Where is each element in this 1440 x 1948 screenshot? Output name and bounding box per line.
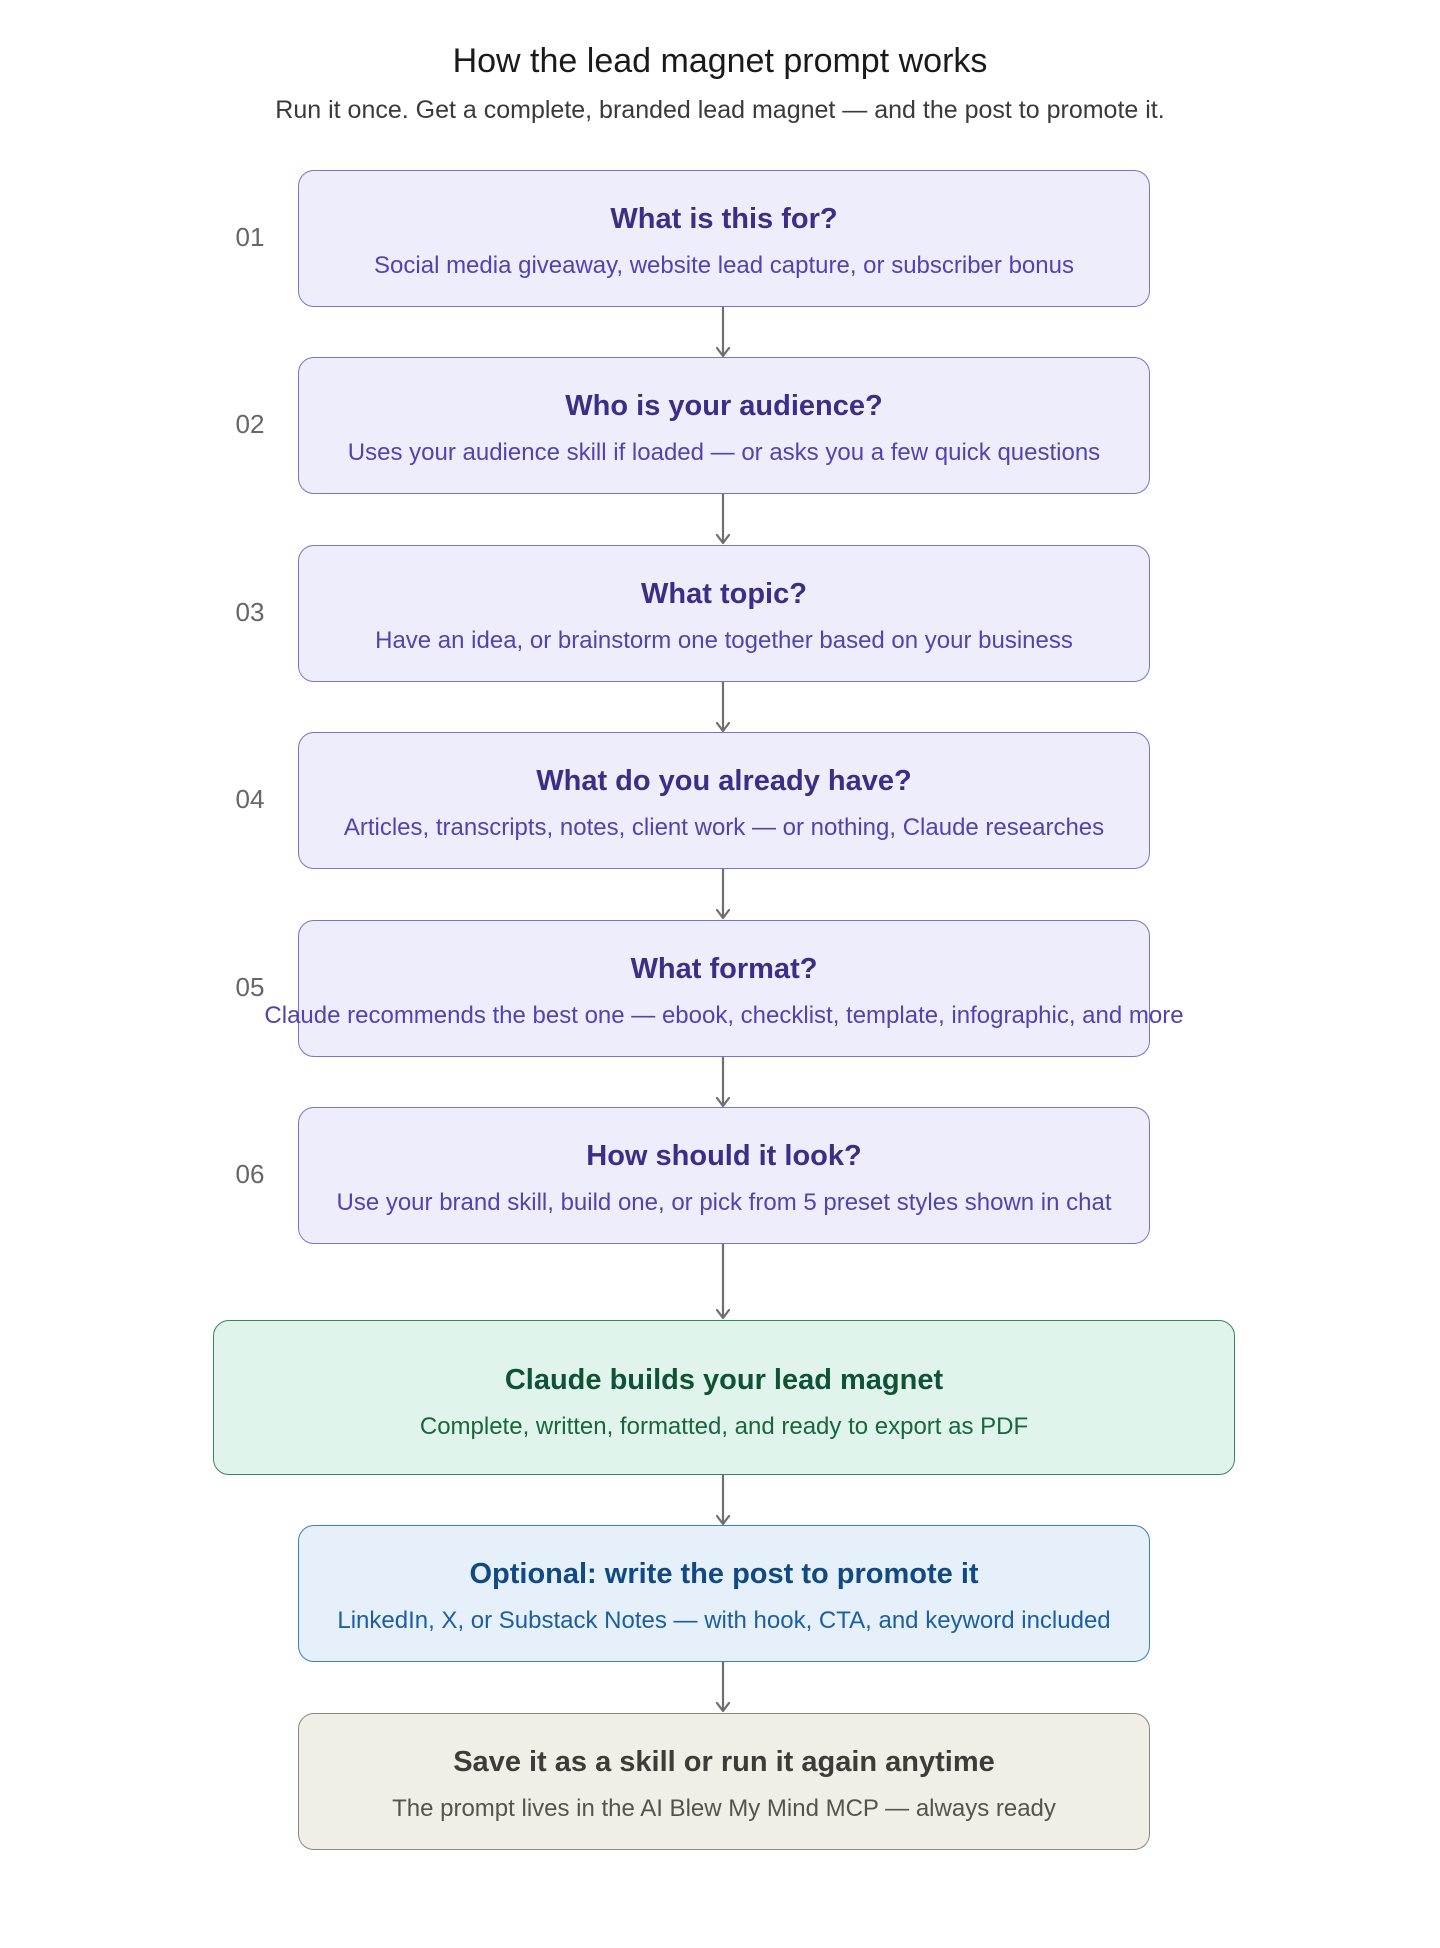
- step-title-05: What format?: [630, 953, 818, 985]
- save-title: Save it as a skill or run it again anyti…: [453, 1746, 995, 1778]
- build-desc: Complete, written, formatted, and ready …: [419, 1413, 1029, 1440]
- step-title-02: Who is your audience?: [565, 390, 883, 422]
- step-number-02: 02: [235, 409, 265, 439]
- step-desc-05: Claude recommends the best one — ebook, …: [264, 1002, 1184, 1029]
- step-title-04: What do you already have?: [536, 765, 912, 797]
- diagram-subtitle: Run it once. Get a complete, branded lea…: [275, 96, 1165, 124]
- step-number-04: 04: [235, 784, 265, 814]
- diagram-title: How the lead magnet prompt works: [452, 42, 988, 80]
- step-desc-01: Social media giveaway, website lead capt…: [374, 252, 1074, 279]
- step-title-01: What is this for?: [610, 203, 838, 235]
- optional-box: Optional: write the post to promote it L…: [298, 1525, 1150, 1662]
- step-desc-03: Have an idea, or brainstorm one together…: [375, 627, 1073, 654]
- step-box-04: What do you already have? Articles, tran…: [298, 732, 1150, 869]
- step-number-01: 01: [235, 222, 265, 252]
- step-number-05: 05: [235, 972, 265, 1002]
- step-desc-04: Articles, transcripts, notes, client wor…: [343, 814, 1105, 841]
- step-box-03: What topic? Have an idea, or brainstorm …: [298, 545, 1150, 682]
- step-title-06: How should it look?: [586, 1140, 862, 1172]
- step-desc-02: Uses your audience skill if loaded — or …: [347, 439, 1101, 466]
- save-desc: The prompt lives in the AI Blew My Mind …: [392, 1795, 1056, 1822]
- step-box-05: What format? Claude recommends the best …: [264, 920, 1184, 1057]
- save-box: Save it as a skill or run it again anyti…: [298, 1713, 1150, 1850]
- optional-title: Optional: write the post to promote it: [469, 1558, 979, 1590]
- optional-desc: LinkedIn, X, or Substack Notes — with ho…: [337, 1607, 1111, 1634]
- step-box-06: How should it look? Use your brand skill…: [298, 1107, 1150, 1244]
- step-number-06: 06: [235, 1159, 265, 1189]
- step-box-02: Who is your audience? Uses your audience…: [298, 357, 1150, 494]
- step-desc-06: Use your brand skill, build one, or pick…: [336, 1189, 1112, 1216]
- build-title: Claude builds your lead magnet: [504, 1364, 944, 1396]
- step-number-03: 03: [235, 597, 265, 627]
- step-title-03: What topic?: [641, 578, 807, 610]
- step-box-01: What is this for? Social media giveaway,…: [298, 170, 1150, 307]
- build-box: Claude builds your lead magnet Complete,…: [213, 1320, 1235, 1475]
